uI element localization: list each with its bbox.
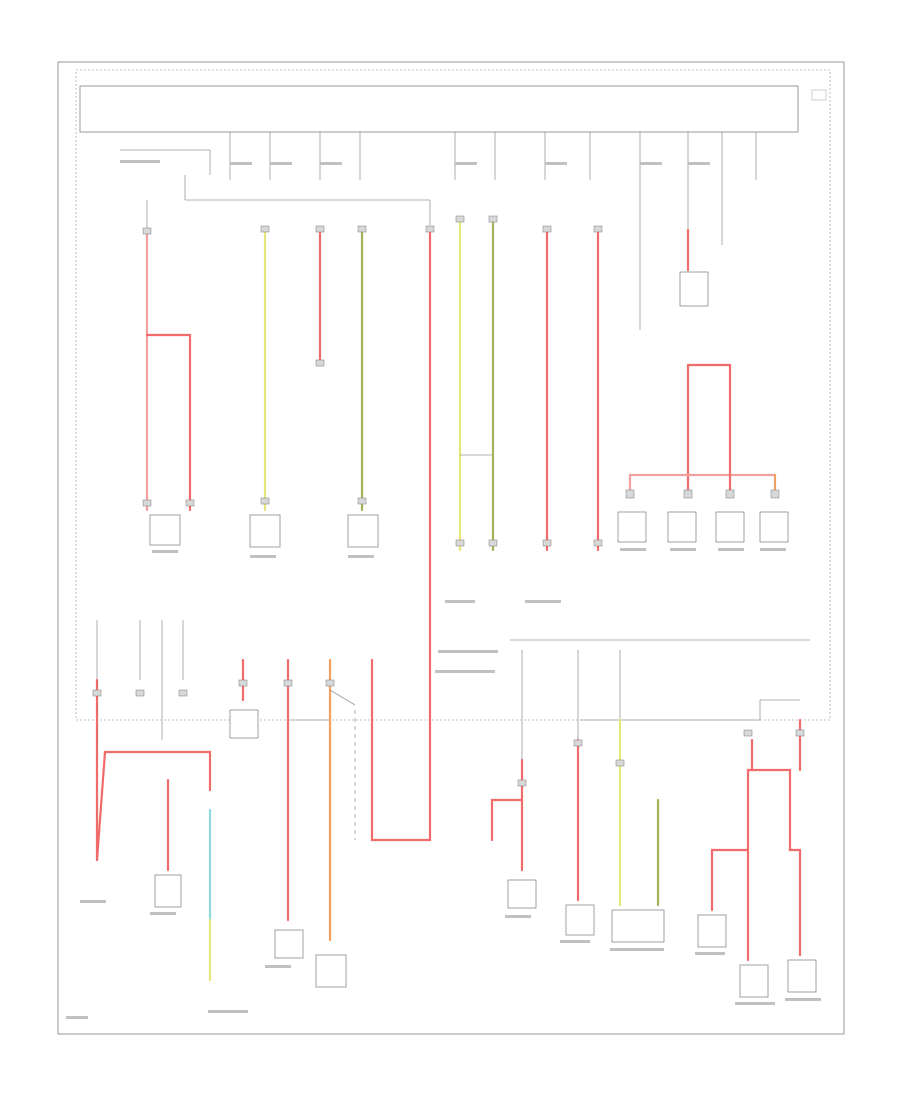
wire-red-lower-right-2	[565, 650, 595, 936]
wire-red-lower-1	[229, 658, 259, 739]
lower-right-bus	[510, 639, 810, 721]
lower-left-section	[92, 620, 212, 982]
wire-red-loop	[370, 225, 435, 842]
wire-upper-left-pair	[142, 200, 195, 546]
wire-green-1	[347, 225, 379, 548]
relay-upper-right	[639, 180, 723, 330]
wire-red-mid	[542, 225, 552, 552]
wire-red-branch-right	[617, 228, 789, 543]
wire-red-lower-2	[274, 658, 330, 959]
wire-red-short	[315, 225, 325, 367]
wire-yellow-lower-right	[611, 650, 665, 943]
diagram-frame	[57, 61, 845, 1035]
wire-red-right	[593, 225, 603, 552]
wire-red-lower-right-1	[490, 650, 537, 909]
wire-switch-lower	[315, 658, 356, 988]
label-marks	[66, 160, 821, 1019]
wire-yellow-pair	[455, 215, 498, 552]
wire-yellow-1	[249, 225, 281, 548]
power-distribution-center	[75, 69, 831, 721]
fuse-taps-top	[120, 132, 757, 225]
wire-red-lower-right-3	[697, 718, 817, 998]
